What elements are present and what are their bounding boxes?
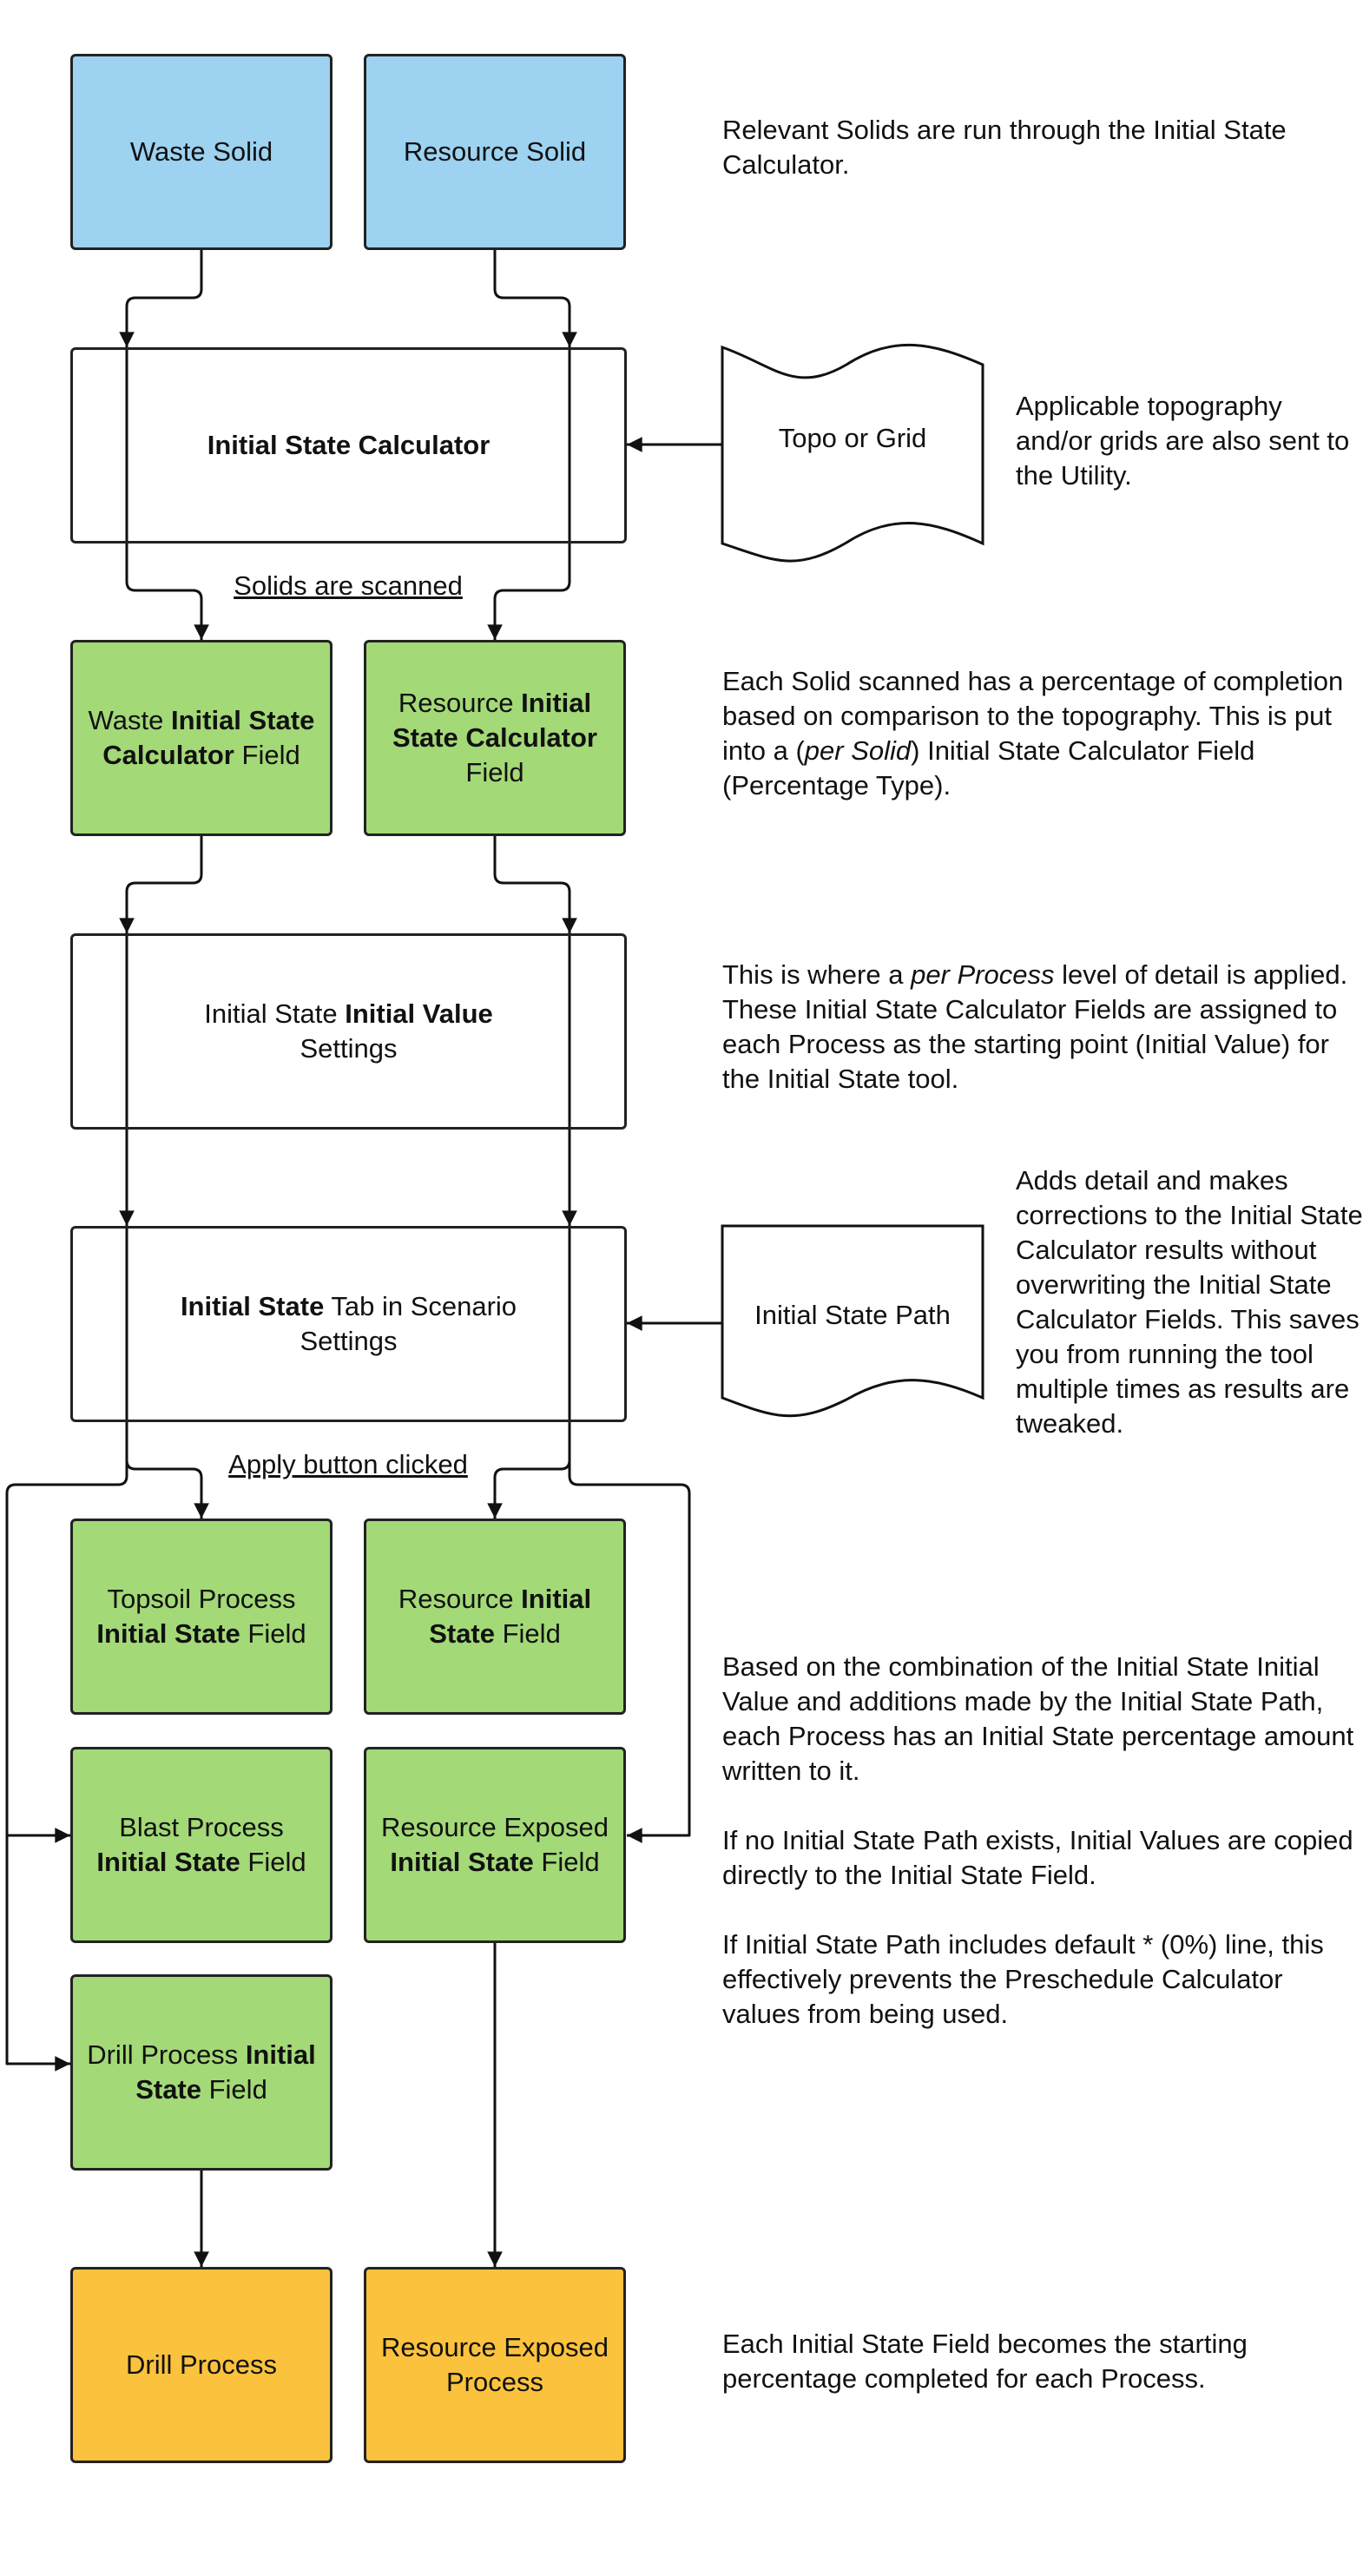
edge-resource-solid-calculator (493, 250, 577, 347)
initial-state-path-label: Initial State Path (754, 1300, 951, 1330)
note-solid-scanned: Each Solid scanned has a percentage of c… (722, 664, 1356, 803)
resource-exposed-is-text-a: Resource Exposed (381, 1812, 609, 1842)
waste-field-text-c: Field (234, 740, 300, 770)
resource-exposed-is-text-b: Initial State (390, 1847, 534, 1877)
note-solid-scanned-a: Each Solid scanned has a percentage of c… (722, 666, 1344, 766)
drill-process-node: Drill Process (70, 2267, 333, 2463)
note-solid-scanned-b: per Solid (804, 735, 912, 766)
waste-solid-node: Waste Solid (70, 54, 333, 250)
drill-process-label: Drill Process (126, 2349, 277, 2380)
resource-is-text-c: Field (495, 1618, 561, 1649)
calculator-label: Initial State Calculator (207, 430, 491, 460)
waste-calculator-field-node: Waste Initial State Calculator Field (70, 640, 333, 836)
note-solid-scanned-c: ) Initial State Calculator Field (Percen… (722, 735, 1255, 800)
blast-text-c: Field (240, 1847, 306, 1877)
initial-value-text-b: Initial Value (345, 998, 493, 1029)
edge-tab-blast (5, 1226, 128, 1843)
note-starting-percentage: Each Initial State Field becomes the sta… (722, 2327, 1356, 2396)
resource-initial-state-field-node: Resource Initial State Field (364, 1519, 626, 1715)
note-per-process: This is where a per Process level of det… (722, 958, 1356, 1097)
tab-text-a: Initial State (180, 1291, 325, 1321)
edge-waste-field-initial-value (119, 835, 203, 933)
solids-scanned-label: Solids are scanned (217, 570, 479, 602)
drill-field-text-c: Field (201, 2074, 267, 2105)
initial-value-text-a: Initial State (204, 998, 346, 1029)
resource-exposed-is-text-c: Field (533, 1847, 600, 1877)
blast-initial-state-field-node: Blast Process Initial State Field (70, 1747, 333, 1943)
resource-is-text-b: Initial State (429, 1584, 592, 1649)
topo-grid-label: Topo or Grid (778, 423, 927, 453)
apply-button-clicked-label: Apply button clicked (205, 1449, 491, 1480)
topsoil-text-a: Topsoil Process (107, 1584, 296, 1614)
resource-field-text-a: Resource (398, 688, 522, 718)
note-combination-c: If Initial State Path includes default *… (722, 1929, 1324, 2029)
topsoil-text-b: Initial State (96, 1618, 240, 1649)
note-starting-percentage-text: Each Initial State Field becomes the sta… (722, 2329, 1248, 2394)
waste-field-text-b: Initial State Calculator (102, 705, 315, 770)
edge-calculator-resource-field (487, 347, 571, 640)
blast-text-b: Initial State (96, 1847, 240, 1877)
resource-field-text-b: Initial State Calculator (392, 688, 597, 753)
note-combination-a: Based on the combination of the Initial … (722, 1651, 1354, 1786)
drill-field-text-a: Drill Process (87, 2039, 246, 2070)
resource-field-text-c: Field (465, 757, 524, 787)
resource-calculator-field-node: Resource Initial State Calculator Field (364, 640, 626, 836)
topsoil-initial-state-field-node: Topsoil Process Initial State Field (70, 1519, 333, 1715)
resource-exposed-process-label: Resource Exposed Process (381, 2332, 609, 2397)
note-relevant-solids-text: Relevant Solids are run through the Init… (722, 115, 1287, 180)
waste-solid-label: Waste Solid (129, 136, 273, 167)
edge-tab-drill-field (5, 1835, 70, 2072)
edge-tab-resource-exposed (568, 1226, 691, 1843)
note-per-process-b: per Process (911, 959, 1055, 990)
resource-exposed-process-node: Resource Exposed Process (364, 2267, 626, 2463)
resource-solid-label: Resource Solid (403, 136, 587, 167)
path-document-shape (721, 1224, 984, 1418)
blast-text-a: Blast Process (119, 1812, 284, 1842)
drill-initial-state-field-node: Drill Process Initial State Field (70, 1974, 333, 2171)
note-relevant-solids: Relevant Solids are run through the Init… (722, 113, 1356, 182)
note-per-process-a: This is where a (722, 959, 912, 990)
note-combination: Based on the combination of the Initial … (722, 1650, 1363, 2032)
initial-value-settings-node: Initial State Initial Value Settings (70, 933, 627, 1130)
note-per-process-c: level of detail is applied. These Initia… (722, 959, 1348, 1094)
resource-exposed-initial-state-field-node: Resource Exposed Initial State Field (364, 1747, 626, 1943)
topo-grid-node: Topo or Grid (722, 373, 983, 504)
note-topography-text: Applicable topography and/or grids are a… (1016, 391, 1350, 491)
topo-document-shape (721, 343, 984, 563)
initial-value-text-c: Settings (300, 1033, 398, 1064)
note-path-detail: Adds detail and makes corrections to the… (1016, 1163, 1363, 1441)
note-combination-b: If no Initial State Path exists, Initial… (722, 1825, 1353, 1890)
calculator-node: Initial State Calculator (70, 347, 627, 544)
edge-calculator-waste-field (125, 347, 209, 640)
note-path-detail-text: Adds detail and makes corrections to the… (1016, 1165, 1363, 1439)
drill-field-text-b: Initial State (135, 2039, 316, 2105)
edge-resource-field-initial-value (493, 835, 577, 933)
initial-state-path-node: Initial State Path (722, 1250, 983, 1380)
topsoil-text-c: Field (240, 1618, 306, 1649)
initial-state-tab-node: Initial State Tab in Scenario Settings (70, 1226, 627, 1422)
resource-is-text-a: Resource (398, 1584, 522, 1614)
note-topography: Applicable topography and/or grids are a… (1016, 389, 1359, 493)
tab-text-b: Tab in Scenario Settings (300, 1291, 517, 1356)
edge-waste-solid-calculator (119, 250, 203, 347)
resource-solid-node: Resource Solid (364, 54, 626, 250)
waste-field-text-a: Waste (88, 705, 171, 735)
